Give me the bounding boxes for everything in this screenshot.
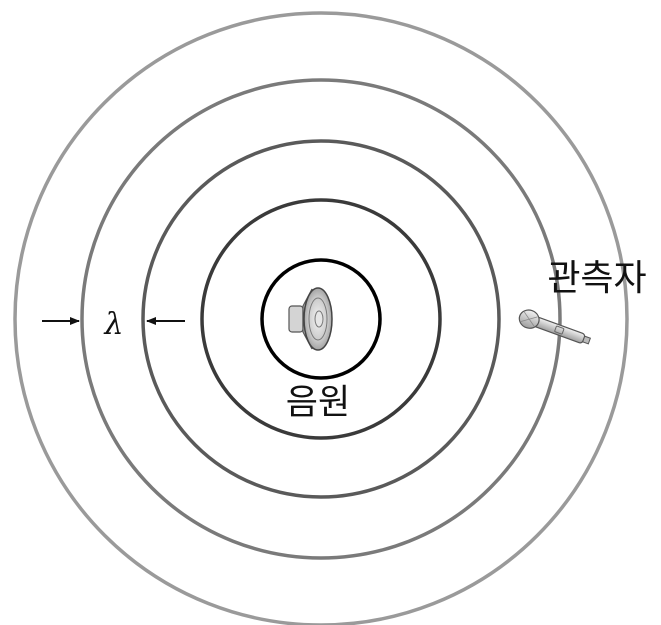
- observer-label: 관측자: [547, 258, 646, 299]
- speaker-icon: [289, 288, 332, 350]
- wavelength-label: λ: [103, 307, 123, 342]
- microphone-icon: [517, 307, 593, 349]
- source-label: 음원: [286, 383, 350, 423]
